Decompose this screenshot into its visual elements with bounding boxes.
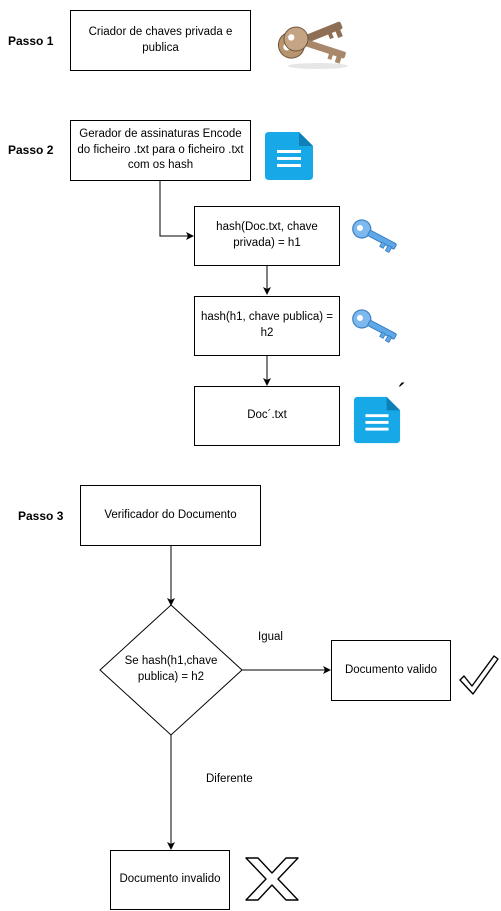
valid-box: Documento valido: [331, 640, 451, 701]
blue-key-icon-public: [352, 309, 397, 343]
step-label-3: Passo 3: [18, 509, 64, 523]
edge-label-different: Diferente: [206, 773, 253, 785]
document-icon-output: [353, 396, 401, 444]
step-label-1: Passo 1: [8, 34, 54, 48]
edge-label-equal: Igual: [258, 631, 283, 643]
hash-public-box: hash(h1, chave publica) = h2: [194, 296, 340, 356]
verifier-box: Verificador do Documento: [80, 485, 261, 546]
document-icon: [265, 132, 313, 180]
step-label-2: Passo 2: [8, 143, 54, 157]
doc-prime-mark: ´: [398, 378, 407, 408]
cross-icon: [245, 857, 299, 901]
hash-private-box: hash(Doc.txt, chave privada) = h1: [194, 206, 340, 266]
doc-output-box: Doc´.txt: [194, 386, 340, 446]
invalid-box: Documento invalido: [110, 850, 230, 910]
decision-label: Se hash(h1,chave publica) = h2: [124, 655, 218, 683]
blue-key-icon-private: [352, 219, 397, 253]
signature-generator-box: Gerador de assinaturas Encode do ficheir…: [70, 120, 251, 181]
edge-generator-to-hash1: [159, 180, 194, 240]
checkmark-icon: [459, 655, 499, 695]
decision-diamond: [99, 604, 243, 736]
key-creator-box: Criador de chaves privada e publica: [70, 10, 251, 71]
keys-icon: [277, 21, 348, 69]
